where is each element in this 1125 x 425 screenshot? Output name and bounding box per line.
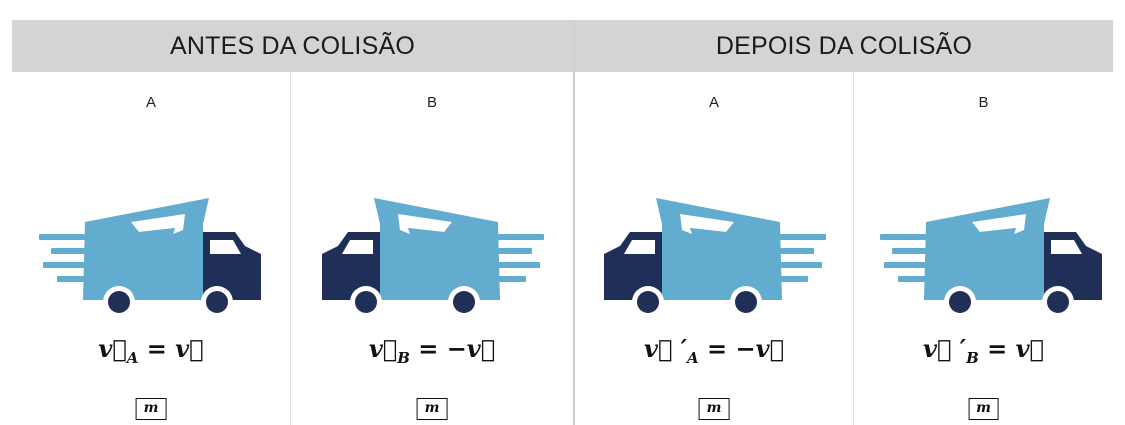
velocity-equation: v⃗B = −v⃗ [368, 334, 496, 367]
object-label: B [978, 94, 989, 111]
speed-lines [498, 234, 544, 282]
object-label: A [708, 94, 719, 111]
velocity-equation: v⃗ ′A = −v⃗ [644, 334, 784, 367]
wheel [637, 291, 659, 313]
cab-window [624, 240, 655, 254]
divider [853, 72, 854, 425]
column-after-b: B v⃗ ′B = v⃗ m [854, 72, 1113, 425]
column-after-a: A v⃗ ′A = −v⃗ m [575, 72, 853, 425]
wheel [206, 291, 228, 313]
wheel [453, 291, 475, 313]
truck-icon [322, 198, 544, 318]
speed-lines [780, 234, 826, 282]
speed-lines [880, 234, 926, 282]
cargo-fold [402, 228, 444, 294]
cargo-panel [680, 214, 734, 234]
truck-icon [880, 198, 1102, 318]
speed-lines [39, 234, 85, 282]
object-label: B [426, 94, 437, 111]
velocity-equation: v⃗A = v⃗ [98, 334, 204, 367]
wheel [1047, 291, 1069, 313]
header-after-collision: DEPOIS DA COLISÃO [575, 20, 1113, 72]
cargo-panel [131, 214, 185, 234]
cab-window [1051, 240, 1082, 254]
header-before-collision: ANTES DA COLISÃO [12, 20, 573, 72]
mass-box: m [135, 398, 167, 420]
cargo-fold [139, 228, 181, 294]
cargo-fold [980, 228, 1022, 294]
cargo-fold [684, 228, 726, 294]
wheel [108, 291, 130, 313]
wheel [949, 291, 971, 313]
divider [290, 72, 291, 425]
cargo-panel [398, 214, 452, 234]
cab-window [342, 240, 373, 254]
mass-box: m [416, 398, 448, 420]
object-label: A [145, 94, 156, 111]
cab-window [210, 240, 241, 254]
section-divider [573, 20, 575, 425]
cargo-panel [972, 214, 1026, 234]
truck-icon [604, 198, 826, 318]
wheel [735, 291, 757, 313]
column-before-a: A v⃗A = v⃗ m [12, 72, 290, 425]
column-before-b: B v⃗B = −v⃗ m [291, 72, 573, 425]
truck-icon [39, 198, 261, 318]
velocity-equation: v⃗ ′B = v⃗ [923, 334, 1044, 367]
mass-box: m [968, 398, 999, 420]
mass-box: m [698, 398, 730, 420]
wheel [355, 291, 377, 313]
collision-table: ANTES DA COLISÃO DEPOIS DA COLISÃO A v⃗A… [12, 20, 1113, 425]
